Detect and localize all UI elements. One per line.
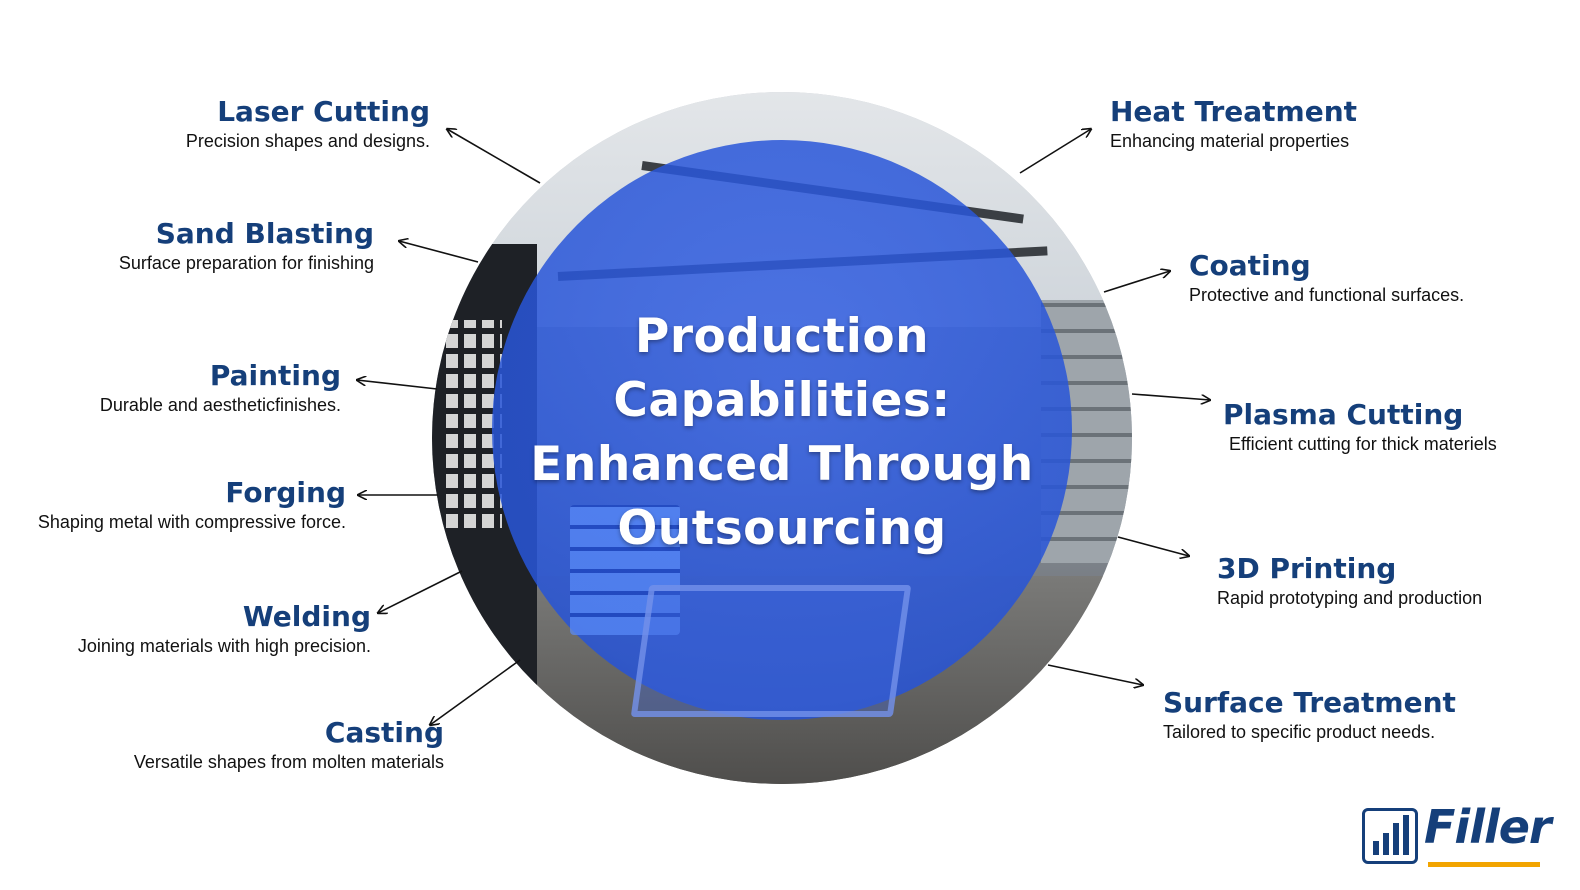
arrow-plasma-cutting bbox=[1131, 393, 1210, 400]
capability-title: Surface Treatment bbox=[1163, 686, 1456, 719]
capability-title: Painting bbox=[209, 359, 341, 392]
capability-laser-cutting: Laser Cutting Precision shapes and desig… bbox=[186, 95, 430, 153]
logo-bar bbox=[1373, 841, 1379, 855]
capability-desc: Efficient cutting for thick materiels bbox=[1229, 434, 1497, 454]
logo-underline bbox=[1428, 862, 1540, 867]
capability-title: Casting bbox=[324, 716, 444, 749]
capability-desc: Precision shapes and designs. bbox=[185, 131, 430, 151]
capability-title: Sand Blasting bbox=[155, 217, 374, 250]
capability-casting: Casting Versatile shapes from molten mat… bbox=[134, 716, 444, 774]
capability-desc: Joining materials with high precision. bbox=[77, 636, 371, 656]
filler-logo: Filler bbox=[1362, 800, 1552, 870]
arrow-sand-blasting bbox=[399, 241, 479, 263]
capability-title: Heat Treatment bbox=[1110, 95, 1358, 128]
logo-bar bbox=[1383, 833, 1389, 855]
arrow-laser-cutting bbox=[447, 129, 541, 184]
capability-title: Welding bbox=[242, 600, 371, 633]
arrow-3d-printing bbox=[1117, 536, 1189, 556]
logo-bar bbox=[1393, 823, 1399, 855]
arrow-heat-treatment bbox=[1019, 129, 1091, 174]
capability-title: 3D Printing bbox=[1217, 552, 1397, 585]
capability-title: Forging bbox=[225, 476, 346, 509]
capability-title: Laser Cutting bbox=[217, 95, 430, 128]
capability-title: Coating bbox=[1189, 249, 1311, 282]
capability-desc: Shaping metal with compressive force. bbox=[37, 512, 346, 532]
capability-forging: Forging Shaping metal with compressive f… bbox=[38, 476, 346, 534]
photo-cabinet bbox=[570, 505, 680, 635]
arrow-painting bbox=[357, 380, 438, 390]
arrow-welding bbox=[378, 570, 463, 613]
capability-heat-treatment: Heat Treatment Enhancing material proper… bbox=[1110, 95, 1357, 153]
title-line: Outsourcing bbox=[617, 501, 947, 556]
capability-desc: Rapid prototyping and production bbox=[1217, 588, 1483, 608]
capability-desc: Protective and functional surfaces. bbox=[1189, 285, 1465, 305]
capability-3d-printing: 3D Printing Rapid prototyping and produc… bbox=[1217, 552, 1482, 610]
capability-desc: Enhancing material properties bbox=[1110, 131, 1350, 151]
capability-desc: Tailored to specific product needs. bbox=[1163, 722, 1436, 742]
capability-painting: Painting Durable and aestheticfinishes. bbox=[100, 359, 341, 417]
title-line: Production bbox=[634, 309, 930, 364]
title-line: Capabilities: bbox=[613, 373, 951, 428]
arrow-coating bbox=[1103, 271, 1170, 293]
arrow-casting bbox=[430, 659, 521, 725]
capability-surface-treatment: Surface Treatment Tailored to specific p… bbox=[1163, 686, 1456, 744]
logo-mark-icon bbox=[1362, 808, 1418, 864]
main-title: Production Capabilities: Enhanced Throug… bbox=[492, 305, 1072, 561]
capability-desc: Versatile shapes from molten materials bbox=[133, 752, 444, 772]
title-line: Enhanced Through bbox=[530, 437, 1034, 492]
arrow-surface-treatment bbox=[1047, 664, 1143, 685]
capability-coating: Coating Protective and functional surfac… bbox=[1189, 249, 1464, 307]
capability-title: Plasma Cutting bbox=[1223, 398, 1464, 431]
capability-welding: Welding Joining materials with high prec… bbox=[78, 600, 371, 658]
logo-bar bbox=[1403, 815, 1409, 855]
capability-plasma-cutting: Plasma Cutting Efficient cutting for thi… bbox=[1223, 398, 1497, 456]
logo-text: Filler bbox=[1424, 800, 1552, 854]
capability-desc: Surface preparation for finishing bbox=[118, 253, 374, 273]
capability-sand-blasting: Sand Blasting Surface preparation for fi… bbox=[119, 217, 374, 275]
capability-desc: Durable and aestheticfinishes. bbox=[99, 395, 341, 415]
